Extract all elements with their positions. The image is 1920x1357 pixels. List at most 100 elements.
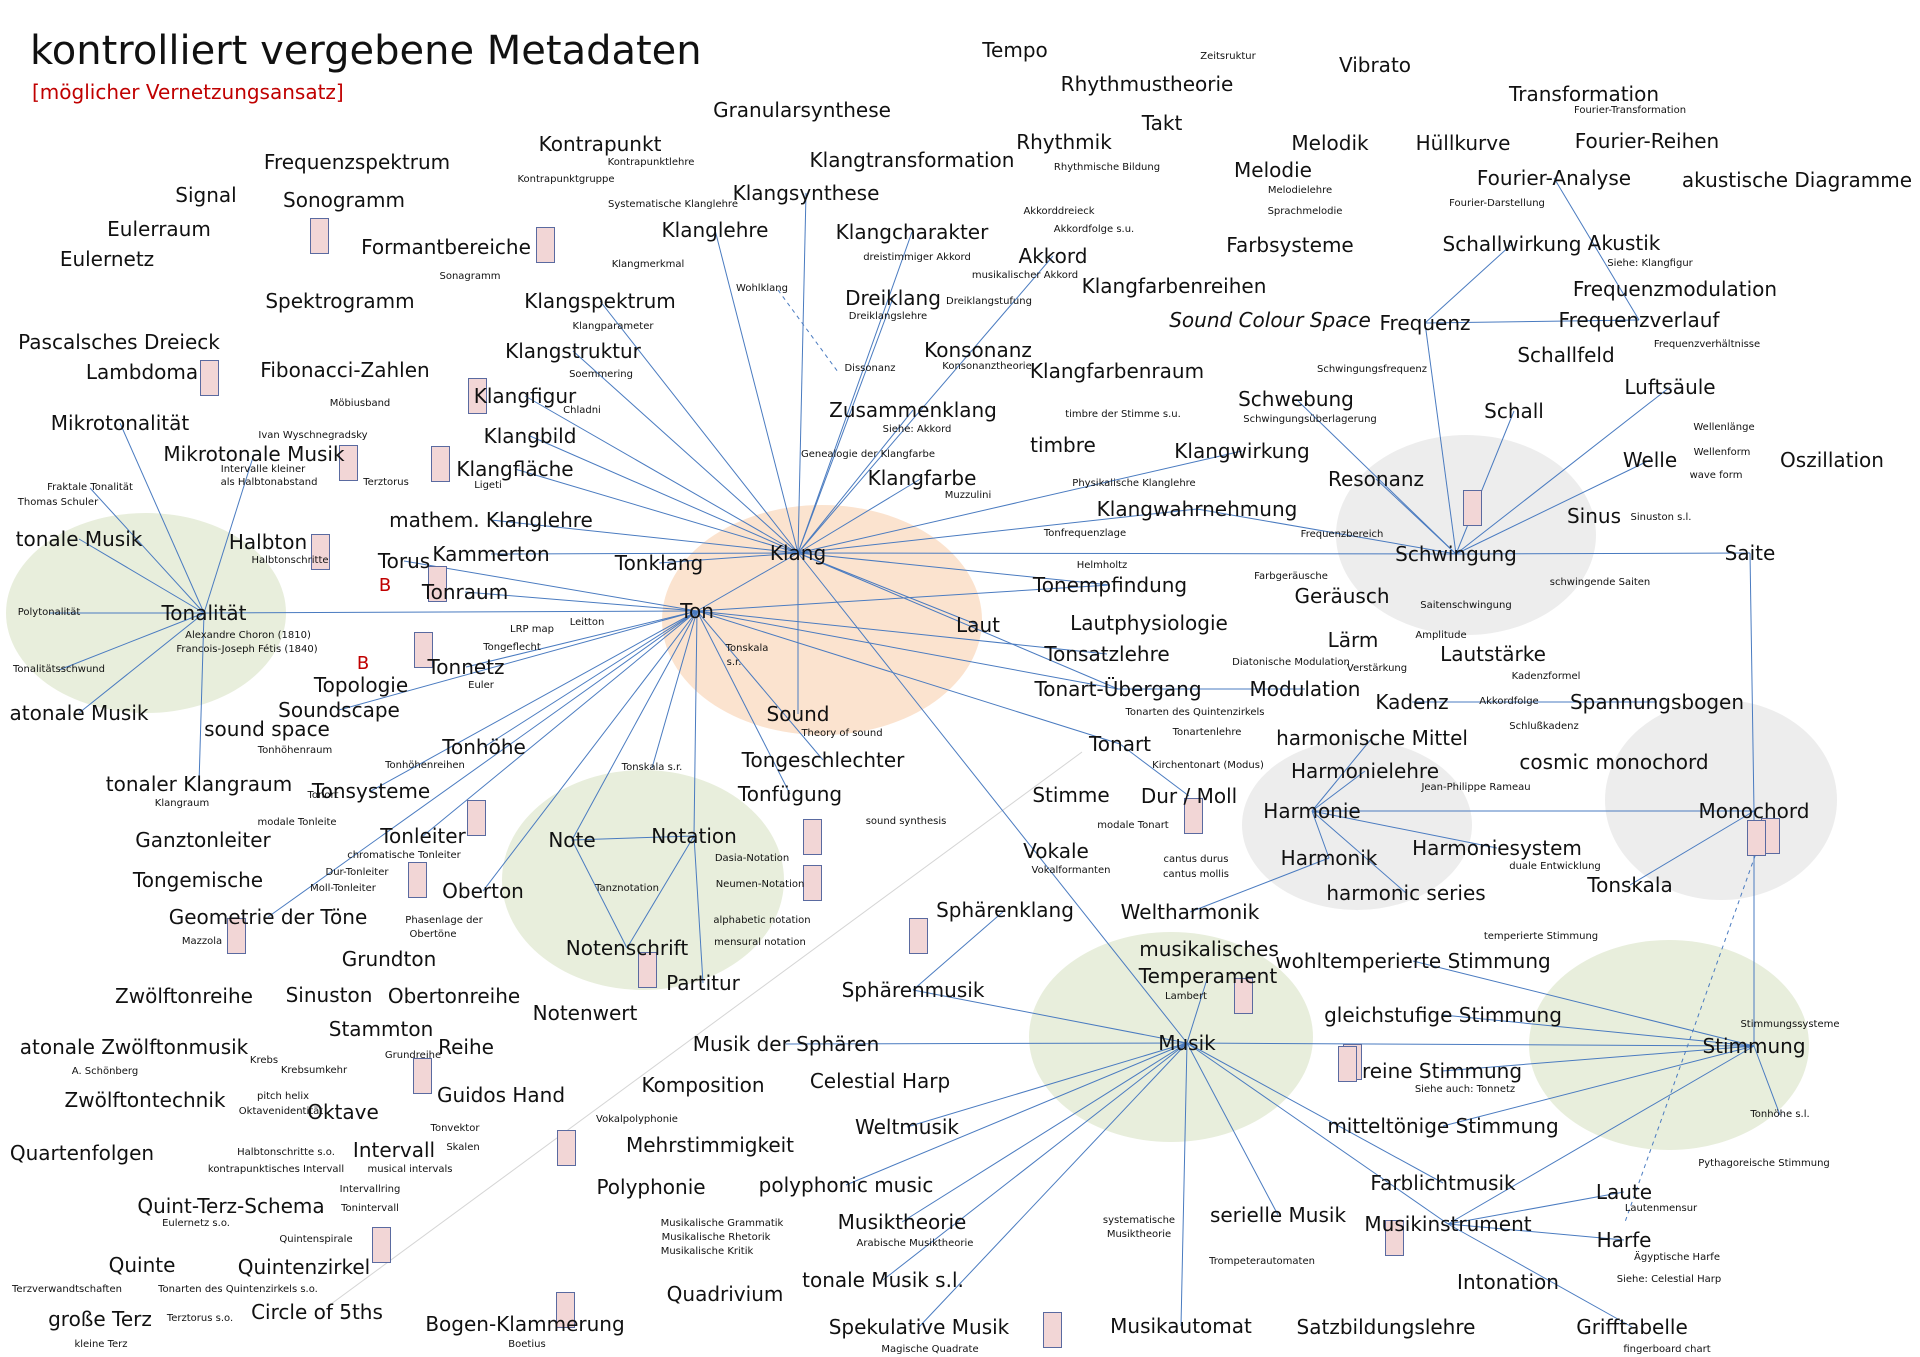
document-icon[interactable]	[1184, 798, 1203, 834]
node-granularsynthese[interactable]: Granularsynthese	[713, 98, 891, 122]
node-akkord[interactable]: Akkord	[1018, 244, 1088, 268]
document-icon[interactable]	[428, 566, 447, 602]
node-tongemische[interactable]: Tongemische	[132, 868, 264, 892]
node-musikinstrument[interactable]: Musikinstrument	[1364, 1212, 1532, 1236]
node-transformation[interactable]: Transformation	[1508, 82, 1660, 106]
node-klangfarbenreihen[interactable]: Klangfarbenreihen	[1081, 274, 1267, 298]
node-sphaerenmusik[interactable]: Sphärenmusik	[841, 978, 985, 1002]
node-klangtransformation[interactable]: Klangtransformation	[809, 148, 1015, 172]
document-icon[interactable]	[431, 446, 450, 482]
node-pascalsches-dreieck[interactable]: Pascalsches Dreieck	[18, 330, 220, 354]
node-quinte[interactable]: Quinte	[108, 1253, 176, 1277]
node-tonleiter[interactable]: Tonleiter	[380, 824, 466, 848]
document-icon[interactable]	[372, 1227, 391, 1263]
document-icon[interactable]	[468, 378, 487, 414]
node-spektrogramm[interactable]: Spektrogramm	[265, 289, 415, 313]
node-tonale-musik-sl[interactable]: tonale Musik s.l.	[802, 1268, 964, 1292]
node-bogen-klammerung[interactable]: Bogen-Klammerung	[425, 1312, 625, 1336]
node-klangbild[interactable]: Klangbild	[483, 424, 577, 448]
node-tonsysteme[interactable]: Tonsysteme	[311, 779, 431, 803]
node-formantbereiche[interactable]: Formantbereiche	[361, 235, 531, 259]
node-mikrotonalitaet[interactable]: Mikrotonalität	[50, 411, 190, 435]
node-tonart[interactable]: Tonart	[1088, 732, 1152, 756]
node-oberton[interactable]: Oberton	[442, 879, 524, 903]
document-icon[interactable]	[408, 862, 427, 898]
node-harmonische-mittel[interactable]: harmonische Mittel	[1276, 726, 1468, 750]
node-partitur[interactable]: Partitur	[666, 971, 740, 995]
node-tempo[interactable]: Tempo	[982, 38, 1048, 62]
node-tonsatzlehre[interactable]: Tonsatzlehre	[1044, 642, 1170, 666]
document-icon[interactable]	[200, 360, 219, 396]
node-klangfarbenraum[interactable]: Klangfarbenraum	[1029, 359, 1205, 383]
node-geometrie-toene[interactable]: Geometrie der Töne	[168, 905, 368, 929]
node-klangstruktur[interactable]: Klangstruktur	[505, 339, 641, 363]
node-harfe[interactable]: Harfe	[1596, 1228, 1652, 1252]
node-temperament[interactable]: Temperament	[1138, 964, 1278, 988]
node-melodie[interactable]: Melodie	[1234, 158, 1312, 182]
node-eulerraum[interactable]: Eulerraum	[107, 217, 211, 241]
document-icon[interactable]	[1463, 490, 1482, 526]
node-dur-moll[interactable]: Dur / Moll	[1140, 784, 1238, 808]
node-sonogramm[interactable]: Sonogramm	[283, 188, 405, 212]
node-klanglehre[interactable]: Klanglehre	[661, 218, 769, 242]
node-sinus[interactable]: Sinus	[1566, 504, 1622, 528]
node-mikrotonale-musik[interactable]: Mikrotonale Musik	[163, 442, 345, 466]
node-quintenzirkel[interactable]: Quintenzirkel	[237, 1255, 371, 1279]
node-farbsysteme[interactable]: Farbsysteme	[1226, 233, 1354, 257]
node-polyphonie[interactable]: Polyphonie	[596, 1175, 706, 1199]
node-ganztonleiter[interactable]: Ganztonleiter	[135, 828, 271, 852]
node-klangfarbe[interactable]: Klangfarbe	[867, 466, 977, 490]
node-frequenz[interactable]: Frequenz	[1379, 311, 1471, 335]
node-tonfuegung[interactable]: Tonfügung	[737, 782, 843, 806]
node-klangsynthese[interactable]: Klangsynthese	[732, 181, 880, 205]
node-monochord[interactable]: Monochord	[1698, 799, 1810, 823]
node-tonart-uebergang[interactable]: Tonart-Übergang	[1034, 677, 1202, 701]
node-tonalitaet[interactable]: Tonalität	[161, 601, 247, 625]
node-frequenzverlauf[interactable]: Frequenzverlauf	[1558, 308, 1720, 332]
node-harmonik[interactable]: Harmonik	[1280, 846, 1378, 870]
node-gleichstufige-stimmung[interactable]: gleichstufige Stimmung	[1324, 1003, 1562, 1027]
node-halbton[interactable]: Halbton	[228, 530, 308, 554]
node-schallwirkung[interactable]: Schallwirkung	[1442, 232, 1582, 256]
node-atonale-musik[interactable]: atonale Musik	[9, 701, 149, 725]
node-tonskala[interactable]: Tonskala	[1587, 873, 1673, 897]
node-eulernetz[interactable]: Eulernetz	[59, 247, 155, 271]
node-lautphysiologie[interactable]: Lautphysiologie	[1070, 611, 1228, 635]
document-icon[interactable]	[536, 227, 555, 263]
node-kammerton[interactable]: Kammerton	[432, 542, 550, 566]
node-tonklang[interactable]: Tonklang	[614, 551, 704, 575]
node-note[interactable]: Note	[548, 828, 596, 852]
node-reine-stimmung[interactable]: reine Stimmung	[1361, 1059, 1523, 1083]
node-schwingung[interactable]: Schwingung	[1395, 542, 1517, 566]
node-atonale-zwoelftonmusik[interactable]: atonale Zwölftonmusik	[19, 1035, 249, 1059]
node-wohltemperierte-stimmung[interactable]: wohltemperierte Stimmung	[1275, 949, 1551, 973]
node-zwoelftontechnik[interactable]: Zwölftontechnik	[64, 1088, 226, 1112]
node-welle[interactable]: Welle	[1622, 448, 1678, 472]
document-icon[interactable]	[1043, 1312, 1062, 1348]
node-harmonielehre[interactable]: Harmonielehre	[1290, 759, 1440, 783]
node-topologie[interactable]: Topologie	[313, 673, 409, 697]
document-icon[interactable]	[339, 445, 358, 481]
node-sound[interactable]: Sound	[766, 702, 830, 726]
document-icon[interactable]	[1234, 978, 1253, 1014]
node-notenschrift[interactable]: Notenschrift	[565, 936, 689, 960]
node-torus[interactable]: Torus	[377, 549, 431, 573]
node-dreiklang[interactable]: Dreiklang	[845, 286, 941, 310]
node-harmonic-series[interactable]: harmonic series	[1326, 881, 1486, 905]
node-intonation[interactable]: Intonation	[1457, 1270, 1559, 1294]
node-musiktheorie[interactable]: Musiktheorie	[837, 1210, 967, 1234]
node-sinuston[interactable]: Sinuston	[285, 983, 373, 1007]
node-musikautomat[interactable]: Musikautomat	[1110, 1314, 1252, 1338]
document-icon[interactable]	[556, 1292, 575, 1328]
document-icon[interactable]	[1385, 1220, 1404, 1256]
node-cosmic-monochord[interactable]: cosmic monochord	[1519, 750, 1709, 774]
node-sound-colour-space[interactable]: Sound Colour Space	[1169, 308, 1371, 332]
document-icon[interactable]	[557, 1130, 576, 1166]
node-laut[interactable]: Laut	[956, 613, 1000, 637]
node-tonnetz[interactable]: Tonnetz	[427, 655, 505, 679]
document-icon[interactable]	[1747, 820, 1766, 856]
node-klangwahrnehmung[interactable]: Klangwahrnehmung	[1096, 497, 1298, 521]
node-lambdoma[interactable]: Lambdoma	[85, 360, 199, 384]
document-icon[interactable]	[1338, 1046, 1357, 1082]
node-klangfigur[interactable]: Klangfigur	[473, 384, 577, 408]
